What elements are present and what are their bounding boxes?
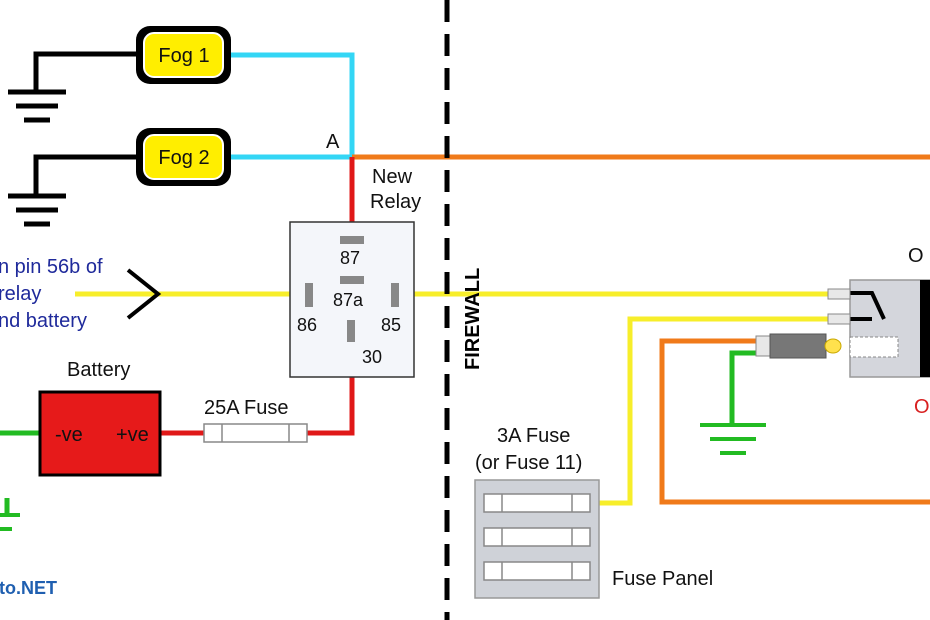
relay-pin-87a xyxy=(340,276,364,284)
relay-title-line2: Relay xyxy=(370,191,421,213)
junction-label: A xyxy=(326,131,340,153)
relay-pin-label: 85 xyxy=(381,315,401,335)
fog-lamp-1: Fog 1 xyxy=(136,26,231,84)
side-note-line2: relay xyxy=(0,283,41,305)
battery-box xyxy=(38,390,162,477)
relay-pin-label: 87a xyxy=(333,290,364,310)
battery-positive-label: +ve xyxy=(116,424,149,446)
switch-label-top: O xyxy=(908,245,924,267)
relay-pin-86 xyxy=(305,283,313,307)
fuse-3a-line2: (or Fuse 11) xyxy=(475,452,582,474)
battery-negative-label: -ve xyxy=(55,424,83,446)
bulb-holder xyxy=(755,333,842,359)
ground-icon xyxy=(8,89,66,123)
relay-pin-label: 86 xyxy=(297,315,317,335)
ground-icon xyxy=(8,193,66,227)
fuse-panel-label: Fuse Panel xyxy=(612,568,713,590)
fog2-ground-wire xyxy=(33,154,136,196)
relay-pin-87 xyxy=(340,236,364,244)
fog1-ground-wire xyxy=(33,51,136,92)
orange-wire-bottom xyxy=(659,338,930,505)
relay-pin-label: 87 xyxy=(340,248,360,268)
fuse-panel xyxy=(474,479,600,599)
fog-lamp-label: Fog 2 xyxy=(158,147,209,169)
chevron-right-icon xyxy=(126,268,162,320)
fog-lamp-label: Fog 1 xyxy=(158,45,209,67)
ground-icon xyxy=(700,423,766,455)
relay-title-line1: New xyxy=(372,166,413,188)
relay-pin-85 xyxy=(391,283,399,307)
ground-icon xyxy=(0,513,20,531)
switch-body xyxy=(827,279,930,378)
fuse-main xyxy=(203,423,308,443)
battery-title: Battery xyxy=(67,359,130,381)
relay-pin-label: 30 xyxy=(362,347,382,367)
watermark: to.NET xyxy=(0,578,57,598)
switch-label-bottom: O xyxy=(914,396,930,418)
firewall-label: FIREWALL xyxy=(462,268,484,370)
cyan-wire-fog1 xyxy=(231,52,355,157)
fog-lamp-2: Fog 2 xyxy=(136,128,231,186)
fuse-main-label: 25A Fuse xyxy=(204,397,289,419)
fuse-3a-line1: 3A Fuse xyxy=(497,425,570,447)
yellow-wire-fuse xyxy=(598,316,832,506)
relay-pin-30 xyxy=(347,320,355,342)
side-note-line3: nd battery xyxy=(0,310,87,332)
green-wire-switch xyxy=(729,350,760,425)
side-note-line1: n pin 56b of xyxy=(0,256,103,278)
